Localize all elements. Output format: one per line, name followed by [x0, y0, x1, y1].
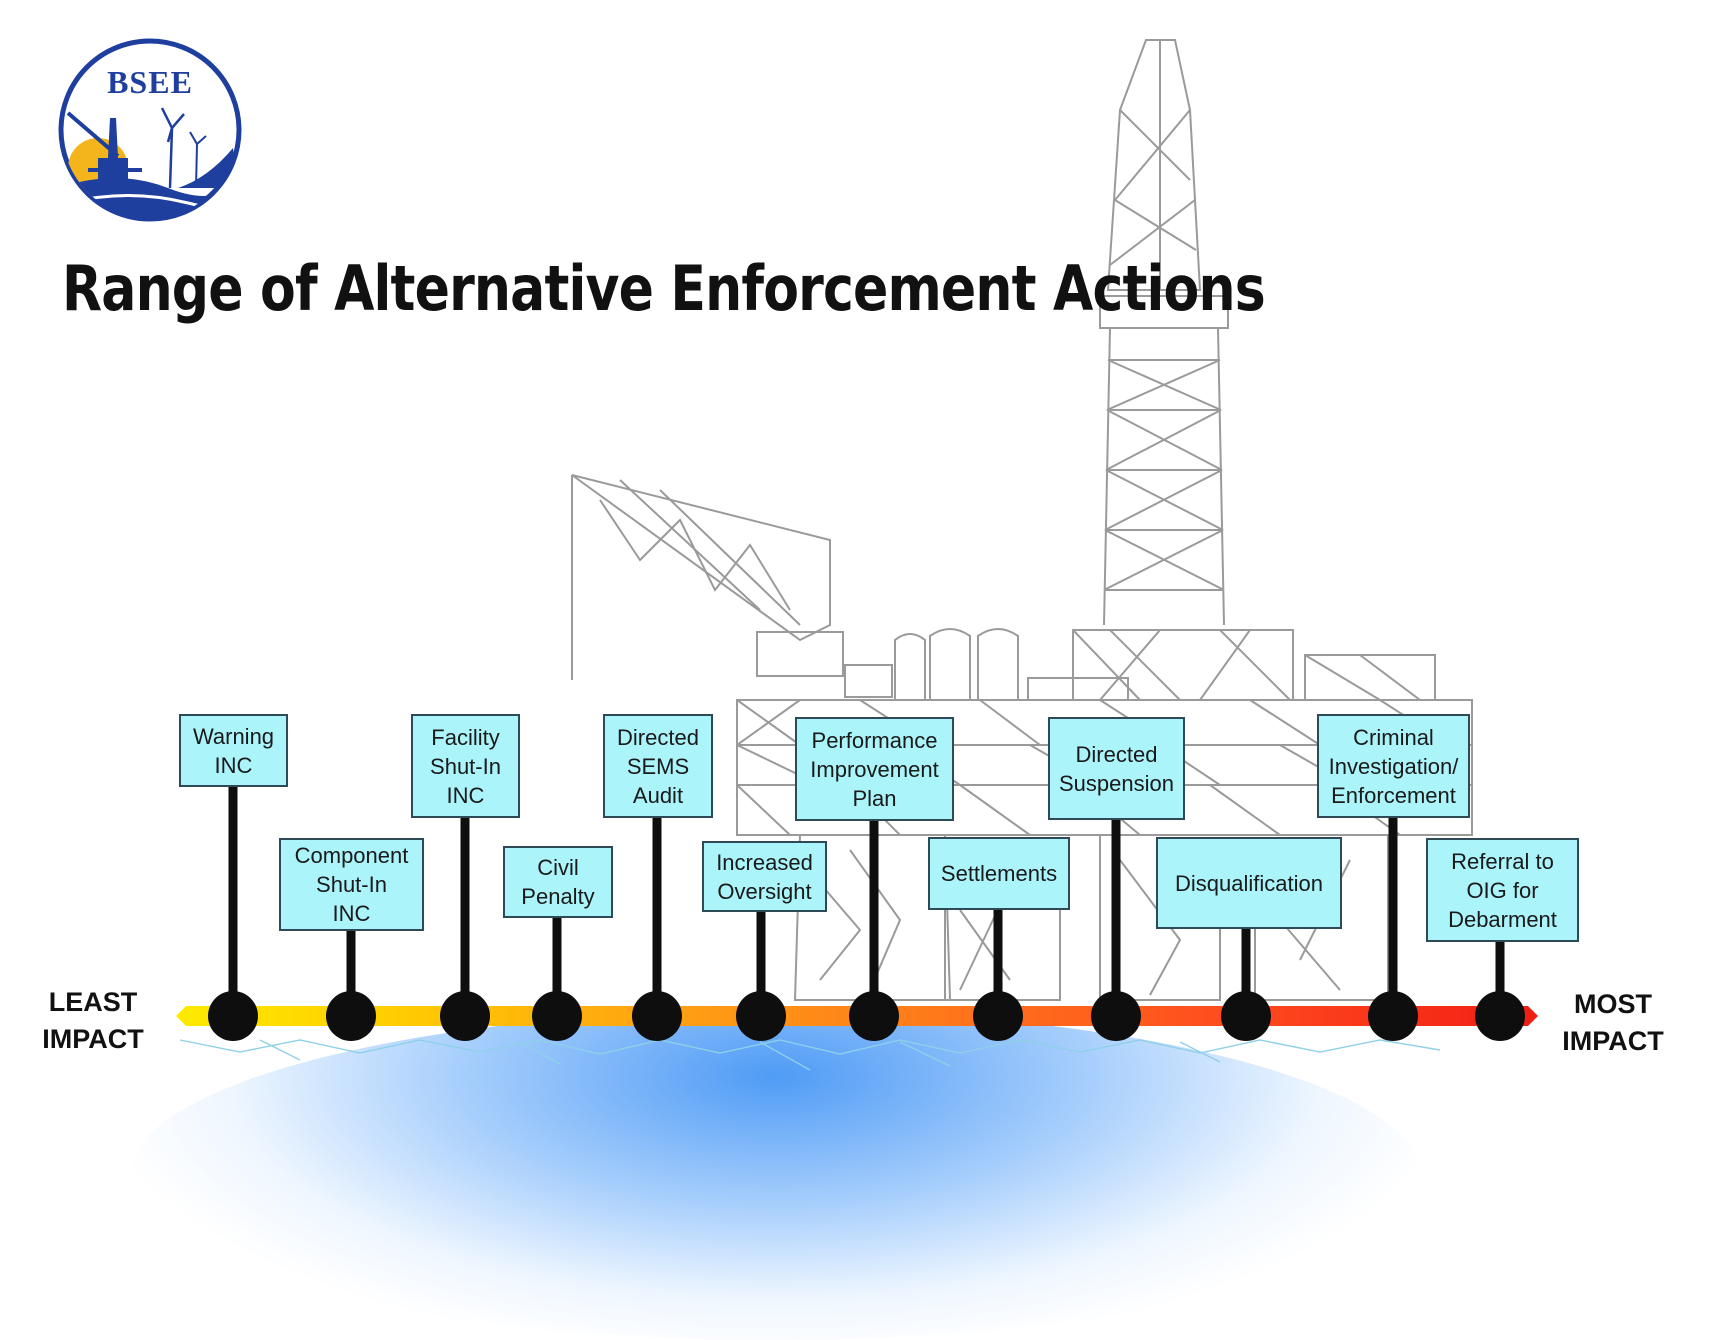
action-stem — [1495, 942, 1505, 1016]
action-marker — [440, 991, 490, 1041]
action-disqualification: Disqualification — [1156, 837, 1342, 929]
action-facility-shut-in-inc: Facility Shut-In INC — [411, 714, 520, 818]
bsee-logo: BSEE — [58, 38, 242, 222]
action-component-shut-in-inc: Component Shut-In INC — [279, 838, 424, 931]
action-stem — [756, 912, 766, 1016]
action-marker — [1368, 991, 1418, 1041]
action-stem — [1241, 929, 1251, 1016]
action-referral-to-oig: Referral to OIG for Debarment — [1426, 838, 1579, 942]
action-stem — [346, 931, 356, 1016]
least-impact-text: LEAST IMPACT — [42, 987, 144, 1054]
most-impact-label: MOST IMPACT — [1548, 986, 1678, 1060]
action-stem — [1111, 820, 1121, 1016]
action-stem — [460, 818, 470, 1016]
action-marker — [208, 991, 258, 1041]
action-marker — [849, 991, 899, 1041]
logo-text: BSEE — [107, 64, 193, 100]
action-marker — [973, 991, 1023, 1041]
action-marker — [326, 991, 376, 1041]
action-stem — [993, 910, 1003, 1016]
most-impact-text: MOST IMPACT — [1562, 989, 1664, 1056]
action-marker — [1091, 991, 1141, 1041]
logo-emblem — [58, 38, 242, 222]
least-impact-label: LEAST IMPACT — [28, 984, 158, 1058]
action-marker — [736, 991, 786, 1041]
action-marker — [532, 991, 582, 1041]
action-stem — [552, 918, 562, 1016]
action-criminal-investigation-enforcement: Criminal Investigation/ Enforcement — [1317, 714, 1470, 818]
action-civil-penalty: Civil Penalty — [503, 846, 613, 918]
oil-rig-illustration — [179, 39, 1473, 1071]
action-directed-sems-audit: Directed SEMS Audit — [603, 714, 713, 818]
action-marker — [1475, 991, 1525, 1041]
action-settlements: Settlements — [928, 837, 1070, 910]
action-stem — [869, 821, 879, 1016]
infographic: BSEE Range of Alternative Enforcement Ac… — [28, 38, 1678, 1340]
action-stem — [652, 818, 662, 1016]
page-title: Range of Alternative Enforcement Actions — [62, 252, 1266, 325]
action-stem — [228, 787, 238, 1016]
action-increased-oversight: Increased Oversight — [702, 841, 827, 912]
action-performance-improvement-plan: Performance Improvement Plan — [795, 717, 954, 821]
action-stem — [1388, 818, 1398, 1016]
water-reflection — [179, 1039, 1441, 1055]
crane-boom — [571, 474, 831, 642]
action-marker — [632, 991, 682, 1041]
action-warning-inc: Warning INC — [179, 714, 288, 787]
action-marker — [1221, 991, 1271, 1041]
action-directed-suspension: Directed Suspension — [1048, 717, 1185, 820]
